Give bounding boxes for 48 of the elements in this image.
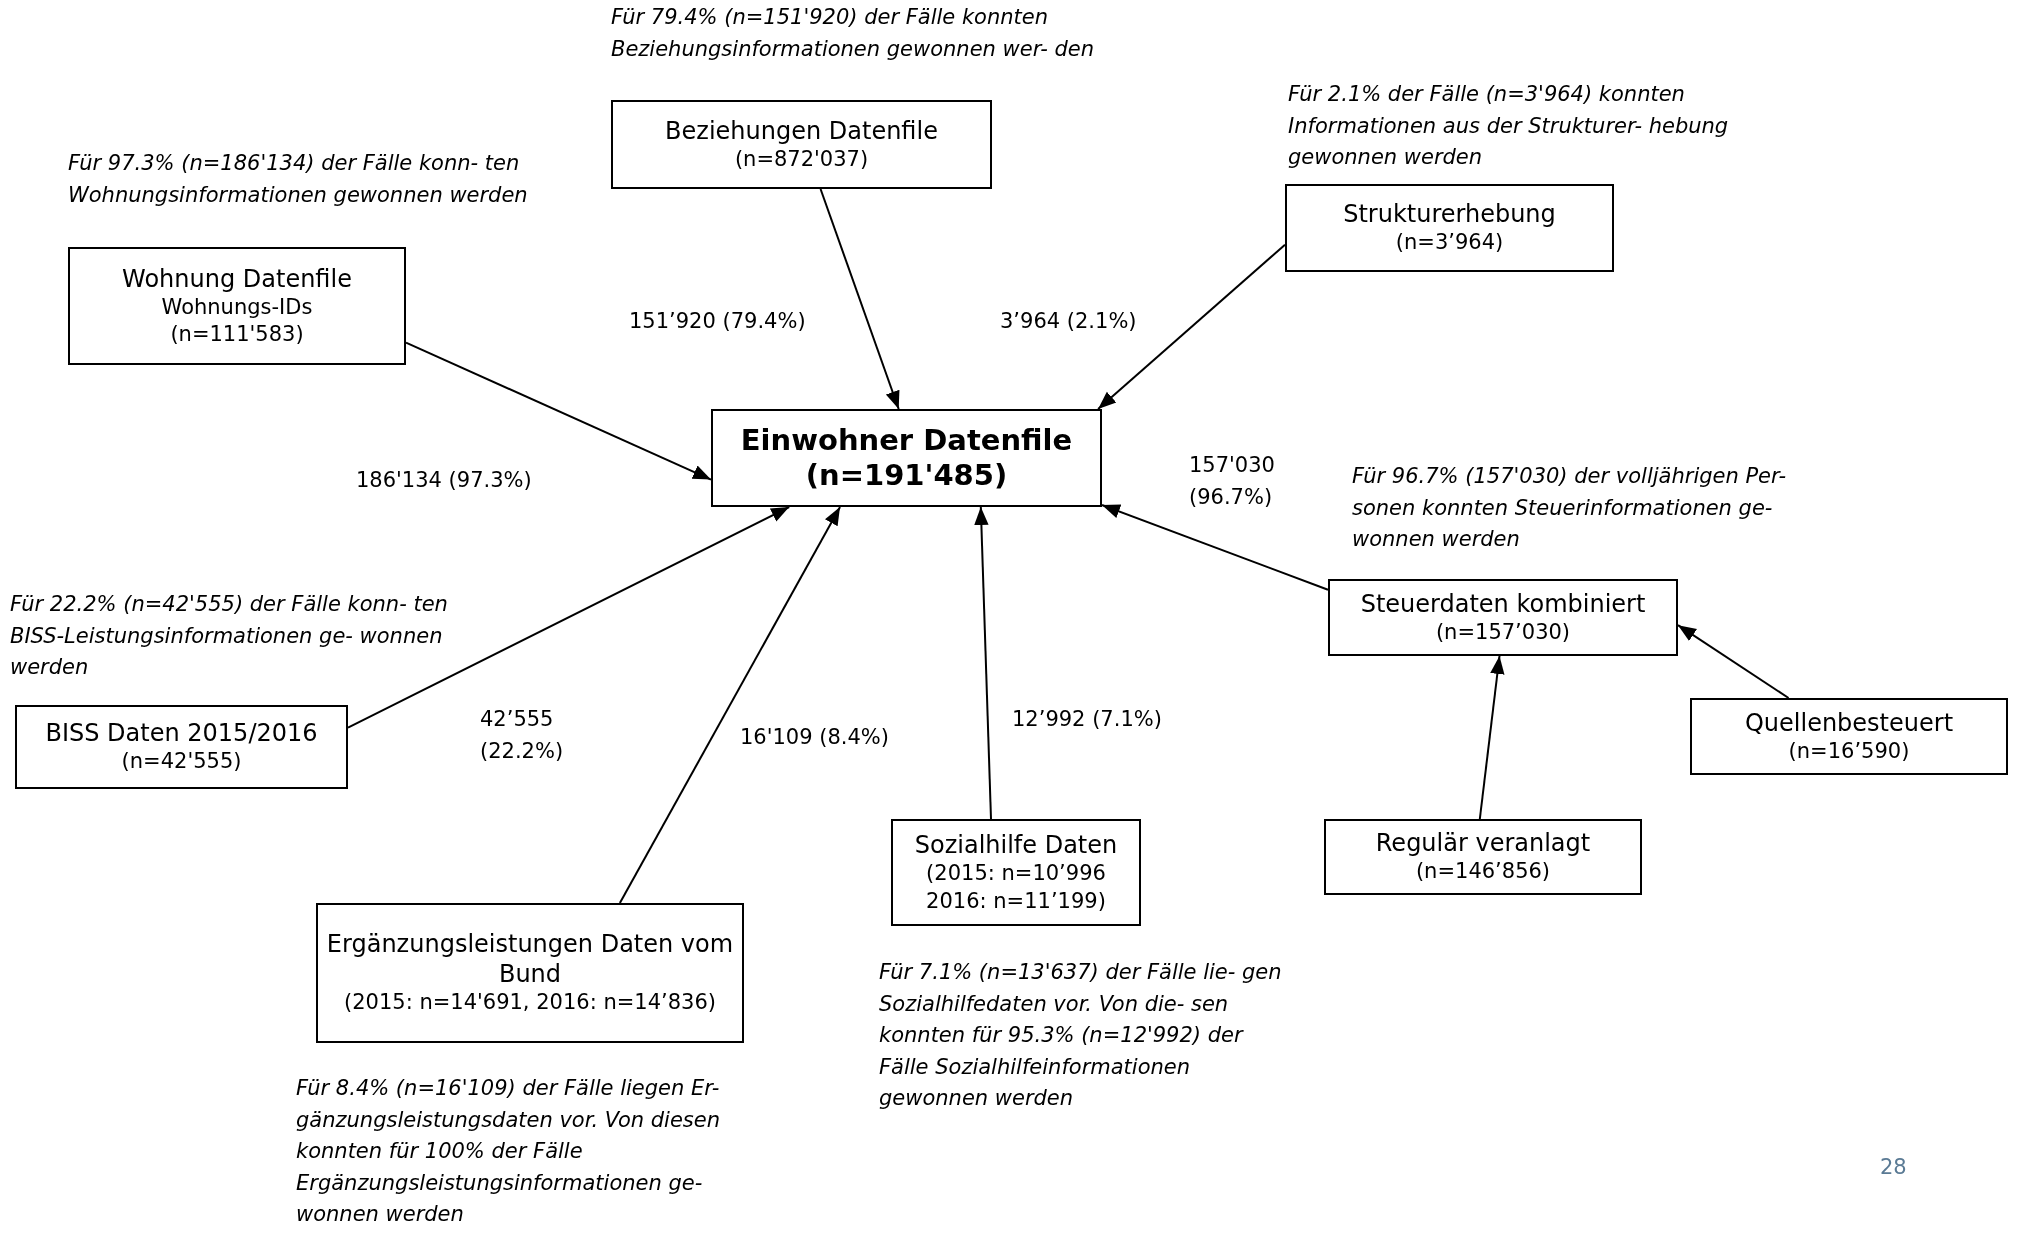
target-box <box>711 409 1102 507</box>
note-text: Für 22.2% (n=42'555) der Fälle konn- ten BISS-Leistungsinformationen ge- wonnen werden <box>10 591 449 681</box>
box-title: Beziehungen Datenfile <box>665 115 938 146</box>
arrow <box>1097 243 1286 410</box>
source-box <box>15 705 348 789</box>
note-text: Für 7.1% (n=13'637) der Fälle lie- gen Sozialhilfedaten vor. Von die- sen konnten für 95.3% (n=12'992) der Fälle Sozialhilfeinformationen gewonnen werden <box>879 959 1283 1112</box>
note-text: Für 97.3% (n=186'134) der Fälle konn- ten Wohnungsinformationen gewonnen werden <box>68 150 529 209</box>
box-title: Steuerdaten kombiniert <box>1360 588 1646 619</box>
box-subtitle: (2015: n=10’996 2016: n=11’199) <box>925 860 1107 915</box>
source-box <box>611 100 992 189</box>
box-title: Strukturerhebung <box>1343 199 1556 230</box>
box-subtitle: (n=42'555) <box>121 748 242 776</box>
box-subtitle: (n=3’964) <box>1395 229 1504 257</box>
box-title: Einwohner Datenfile <box>740 423 1073 458</box>
arrow <box>974 506 992 820</box>
note-text: Für 2.1% der Fälle (n=3'964) konnten Informationen aus der Strukturer- hebung gewonnen werden <box>1288 81 1730 171</box>
box-subtitle: (n=111'583) <box>170 321 304 348</box>
box-subtitle: (n=157’030) <box>1435 618 1571 646</box>
box-subtitle: (n=872'037) <box>734 145 869 173</box>
arrow <box>347 506 791 729</box>
box-subtitle: (2015: n=14'691, 2016: n=14’836) <box>344 989 716 1017</box>
box-subtitle: (n=191'485) <box>805 458 1008 493</box>
box-title: Wohnung Datenfile <box>122 263 352 294</box>
box-title: Ergänzungsleistungen Daten vom Bund <box>325 929 735 990</box>
note-text: Für 79.4% (n=151'920) der Fälle konnten Beziehungsinformationen gewonnen wer- den <box>611 4 1095 63</box>
box-title: Quellenbesteuert <box>1744 707 1954 738</box>
box-subtitle: (n=146’856) <box>1415 858 1551 886</box>
source-box <box>68 247 406 365</box>
note-text: Für 96.7% (157'030) der volljährigen Per- sonen konnten Steuerinformationen ge- wonnen werden <box>1352 463 1788 553</box>
source-box <box>316 903 744 1043</box>
source-box <box>1690 698 2008 775</box>
source-box <box>1285 184 1614 272</box>
arrow <box>1478 655 1505 820</box>
arrow <box>405 341 712 481</box>
box-subtitle: (n=16’590) <box>1788 737 1910 765</box>
source-box <box>1324 819 1642 895</box>
source-box <box>891 819 1141 926</box>
arrow <box>819 188 900 410</box>
box-title: Sozialhilfe Daten <box>914 830 1118 861</box>
box-title: BISS Daten 2015/2016 <box>45 718 318 749</box>
arrow <box>1101 504 1329 591</box>
page-number: 28 <box>1880 1155 1907 1179</box>
arrow <box>618 506 842 904</box>
box-subtitle: Wohnungs-IDs <box>161 293 313 321</box>
arrow <box>1677 624 1790 699</box>
box-title: Regulär veranlagt <box>1375 828 1591 859</box>
note-text: Für 8.4% (n=16'109) der Fälle liegen Er- gänzungsleistungsdaten vor. Von diesen konnten für 100% der Fälle Ergänzungsleistungsinformationen ge- wonnen werden <box>296 1075 721 1228</box>
source-box <box>1328 579 1678 656</box>
